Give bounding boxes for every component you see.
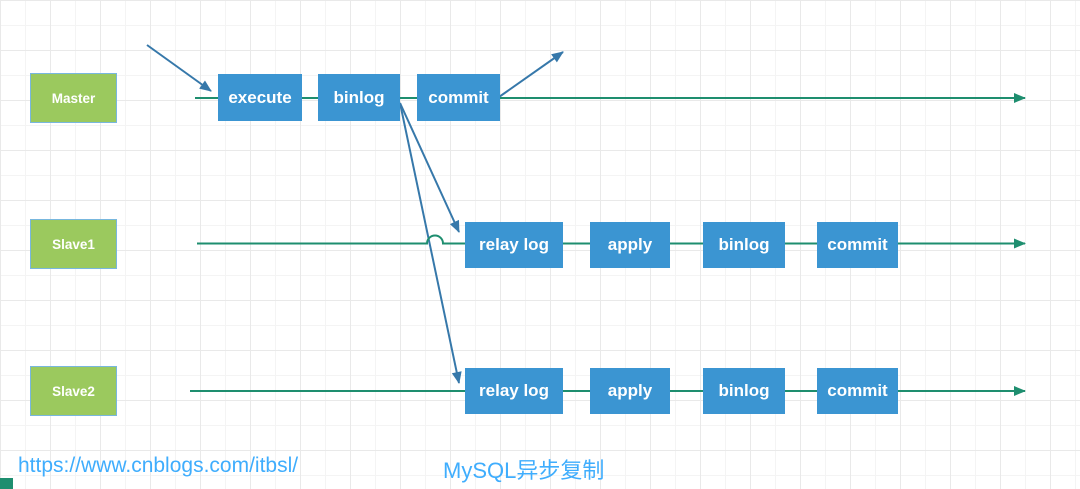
node-slave2-apply: apply xyxy=(590,368,670,414)
node-slave1-relaylog: relay log xyxy=(465,222,563,268)
lane-label-slave1: Slave1 xyxy=(30,219,117,269)
lane-label-slave2: Slave2 xyxy=(30,366,117,416)
node-master-binlog: binlog xyxy=(318,74,400,121)
node-slave2-relaylog: relay log xyxy=(465,368,563,414)
source-url-text[interactable]: https://www.cnblogs.com/itbsl/ xyxy=(18,454,299,477)
node-master-execute: execute xyxy=(218,74,302,121)
node-slave2-apply-label: apply xyxy=(607,381,653,400)
node-master-binlog-label: binlog xyxy=(333,87,385,107)
node-slave1-commit: commit xyxy=(817,222,898,268)
binlog-to-slave2-arrow xyxy=(399,102,462,384)
node-master-commit: commit xyxy=(417,74,500,121)
node-slave2-binlog-label: binlog xyxy=(718,381,770,400)
corner-mark xyxy=(0,478,13,489)
node-slave2-commit: commit xyxy=(817,368,898,414)
lane-label-master: Master xyxy=(30,73,117,123)
node-master-commit-label: commit xyxy=(428,87,489,107)
node-slave1-apply: apply xyxy=(590,222,670,268)
node-slave2-commit-label: commit xyxy=(827,381,888,400)
node-slave2-relaylog-label: relay log xyxy=(479,381,549,400)
client-request-arrow xyxy=(146,44,212,92)
node-slave1-commit-label: commit xyxy=(827,235,888,254)
node-master-execute-label: execute xyxy=(228,87,292,107)
node-slave1-relaylog-label: relay log xyxy=(479,235,549,254)
lane-label-slave2-text: Slave2 xyxy=(52,383,95,399)
node-slave1-apply-label: apply xyxy=(607,235,653,254)
node-slave2-binlog: binlog xyxy=(703,368,785,414)
lane-label-slave1-text: Slave1 xyxy=(52,236,95,252)
node-slave1-binlog: binlog xyxy=(703,222,785,268)
node-slave1-binlog-label: binlog xyxy=(718,235,770,254)
commit-response-arrow xyxy=(498,51,564,98)
binlog-to-slave1-arrow xyxy=(399,102,460,233)
lane-label-master-text: Master xyxy=(51,90,96,106)
diagram-title: MySQL异步复制 xyxy=(443,458,605,483)
slave1-timeline-arrow xyxy=(197,234,1026,249)
